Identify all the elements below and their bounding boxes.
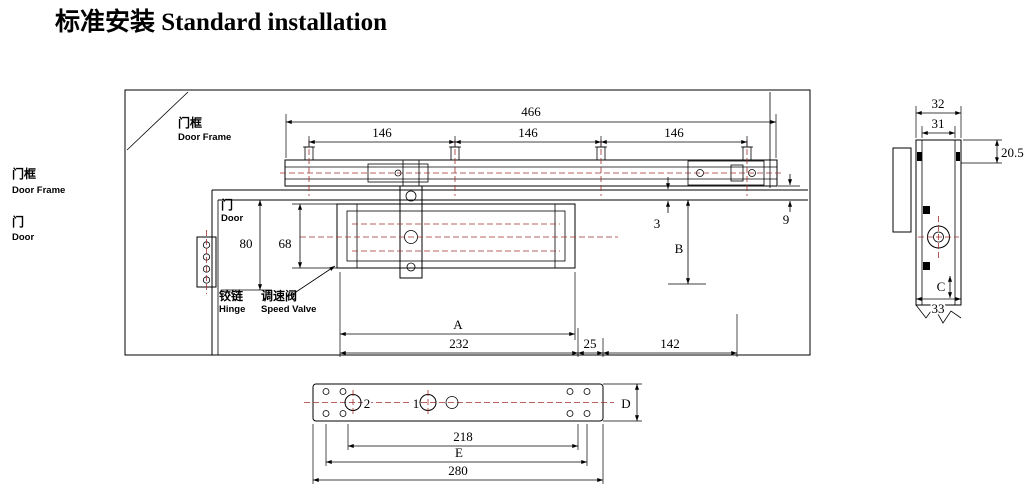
page-title: 标准安装 Standard installation	[55, 7, 387, 36]
dim-280: 280	[448, 463, 468, 478]
hinge-label-en: Hinge	[219, 304, 245, 315]
dim-142: 142	[660, 336, 680, 351]
plate-holes-left	[322, 388, 347, 417]
dim-68: 68	[279, 236, 292, 251]
dim-hole-1: 1	[413, 396, 420, 411]
dim-146-3: 146	[664, 125, 684, 140]
speed-valve-leader	[292, 265, 336, 295]
closer-profile	[915, 139, 962, 306]
dim-A: A	[453, 317, 463, 332]
closer-arm	[399, 185, 423, 279]
legend-door-cn: 门	[12, 214, 24, 229]
legend-door-frame-cn: 门框	[12, 166, 36, 181]
hinge	[196, 230, 217, 294]
main-door-frame-cn: 门框	[178, 115, 202, 130]
dim-232: 232	[449, 336, 469, 351]
hinge-label-cn: 铰链	[219, 288, 244, 303]
frame-corner-cut	[126, 91, 189, 151]
main-door-cn: 门	[221, 197, 233, 212]
main-door-en: Door	[221, 213, 243, 224]
side-section-view: 32 31 20.5 C 33	[892, 94, 1026, 324]
legend-door-frame-en: Door Frame	[12, 185, 65, 196]
dim-C: C	[937, 279, 946, 294]
dim-D: D	[621, 396, 630, 411]
dim-hole-2: 2	[364, 396, 371, 411]
dim-9: 9	[783, 212, 790, 227]
dim-E: E	[455, 445, 463, 460]
dim-3: 3	[654, 216, 661, 231]
slide-track	[280, 159, 782, 187]
main-view: 门框 Door Frame	[124, 89, 811, 356]
dim-B: B	[675, 241, 684, 256]
plan-view: 2 1 D 218 E 280	[304, 383, 642, 484]
dim-146-1: 146	[372, 125, 392, 140]
dim-25: 25	[584, 336, 597, 351]
speed-valve-label-cn: 调速阀	[261, 288, 297, 303]
door-closer-body	[300, 159, 618, 279]
dim-32: 32	[932, 96, 945, 111]
dim-31: 31	[932, 116, 945, 131]
main-door-frame-en: Door Frame	[178, 132, 231, 143]
dim-80: 80	[240, 236, 253, 251]
door-leaf-section	[892, 147, 912, 233]
dim-466: 466	[521, 104, 541, 119]
main-view-dimensions: 466 146 146 146 3 9 B 80 68	[222, 104, 800, 357]
dim-218: 218	[453, 429, 473, 444]
speed-valve-label-en: Speed Valve	[261, 304, 316, 315]
spindle-hole	[445, 396, 459, 409]
plate-holes-right	[566, 388, 591, 417]
dim-33: 33	[932, 301, 945, 316]
dim-20-5: 20.5	[1001, 145, 1024, 160]
break-line	[915, 304, 962, 324]
dim-146-2: 146	[518, 125, 538, 140]
legend-door-en: Door	[12, 232, 34, 243]
left-legend: 门框 Door Frame 门 Door	[12, 166, 65, 243]
track-screws	[303, 140, 753, 196]
